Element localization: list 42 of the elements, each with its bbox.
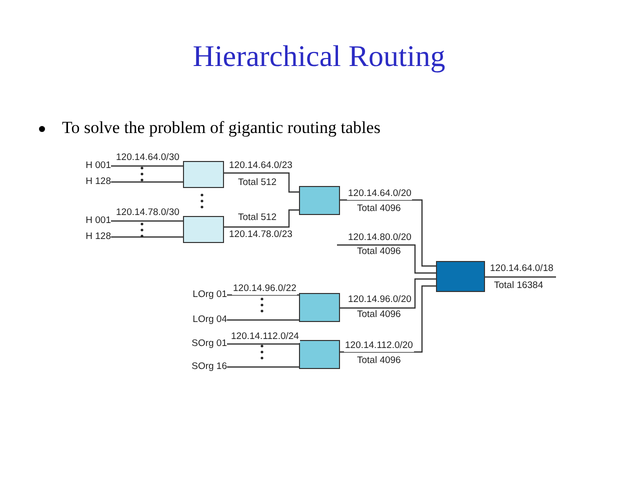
- total-label: Total 512: [238, 177, 277, 189]
- edge-label: 120.14.96.0/22: [232, 283, 298, 295]
- connector-line: [227, 343, 299, 345]
- connector-line: [111, 165, 183, 167]
- connector-line: [337, 244, 436, 274]
- connector-line: [485, 276, 556, 278]
- router-box: [299, 293, 340, 322]
- total-label: Total 16384: [494, 280, 544, 292]
- router-box: [183, 161, 224, 188]
- connector-line: [340, 285, 436, 353]
- total-label: Total 4096: [357, 246, 401, 258]
- total-label: Total 4096: [357, 203, 401, 215]
- connector-line: [227, 319, 299, 321]
- router-box: [436, 261, 485, 292]
- edge-label: 120.14.112.0/20: [344, 340, 414, 352]
- connector-line: [340, 278, 436, 309]
- connector-line: [227, 366, 299, 368]
- bullet-text: To solve the problem of gigantic routing tables: [62, 118, 380, 138]
- total-label: Total 4096: [357, 355, 401, 367]
- host-label: H 001: [70, 160, 111, 172]
- edge-label: 120.14.64.0/20: [347, 188, 412, 200]
- router-box: [183, 216, 224, 243]
- router-box: [299, 340, 340, 369]
- host-label: H 128: [70, 176, 111, 188]
- host-label: SOrg 01: [180, 338, 227, 350]
- connector-line: [224, 209, 299, 228]
- connector-line: [111, 181, 183, 183]
- host-label: SOrg 16: [180, 361, 227, 373]
- slide-title: Hierarchical Routing: [192, 40, 446, 74]
- connector-line: [340, 199, 436, 267]
- connector-line: [227, 294, 299, 296]
- host-label: H 128: [70, 231, 111, 243]
- host-label: H 001: [70, 215, 111, 227]
- total-label: Total 512: [238, 212, 277, 224]
- host-label: LOrg 01: [180, 289, 227, 301]
- connector-line: [111, 220, 183, 222]
- router-box: [299, 186, 340, 215]
- total-label: Total 4096: [357, 309, 401, 321]
- connector-line: [111, 236, 183, 238]
- edge-label: 120.14.112.0/24: [230, 331, 300, 343]
- host-label: LOrg 04: [180, 314, 227, 326]
- connector-line: [224, 172, 299, 193]
